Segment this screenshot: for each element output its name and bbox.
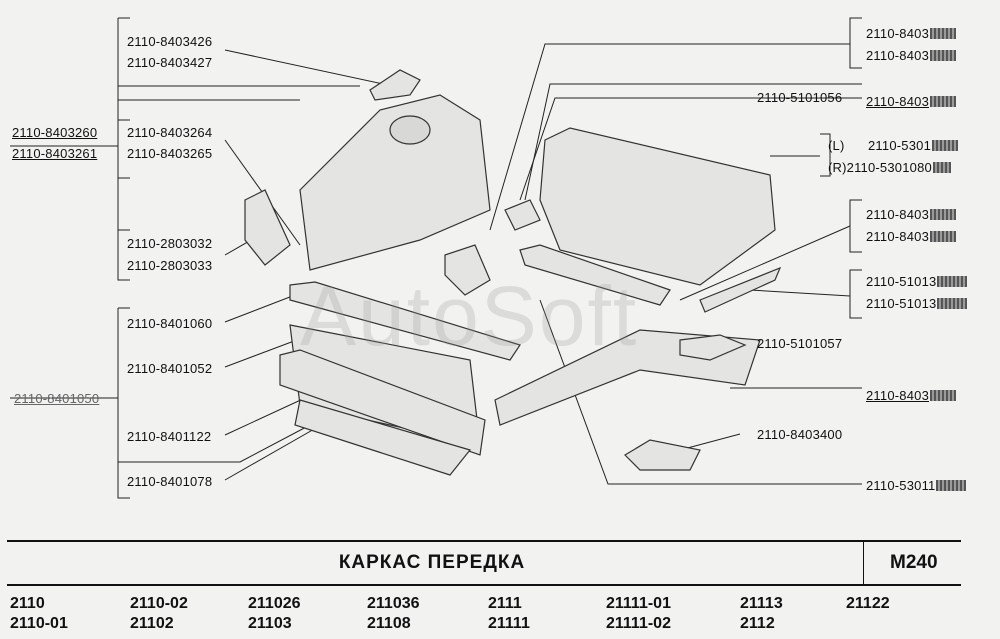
redacted-mark xyxy=(936,480,967,491)
part-reinforcement xyxy=(624,439,701,471)
part-label: 2110-53011 xyxy=(866,478,967,494)
part-label: 2110-8403427 xyxy=(127,55,213,70)
part-bracket-mid xyxy=(444,244,491,296)
model-code: 21111-02 xyxy=(606,615,671,632)
part-bumper-beam xyxy=(279,349,486,456)
page-title: КАРКАС ПЕРЕДКА xyxy=(338,552,526,573)
part-label: 2110-8403265 xyxy=(127,146,213,161)
leader-line xyxy=(118,424,311,463)
part-label: 2110-8403 xyxy=(866,229,957,245)
model-code: 21102 xyxy=(130,615,174,632)
model-code: 2110 xyxy=(10,595,45,612)
part-label: 2110-51013 xyxy=(866,274,968,290)
redacted-mark xyxy=(930,96,957,107)
part-label: 2110-8401050 xyxy=(14,391,100,406)
model-code: 21113 xyxy=(740,595,783,612)
part-label: 2110-2803032 xyxy=(127,236,213,251)
model-code: 21111-01 xyxy=(606,595,671,612)
part-front-crossmember xyxy=(289,281,521,361)
redacted-mark xyxy=(937,298,968,309)
part-lower-panel xyxy=(294,399,472,476)
model-code: 2110-02 xyxy=(130,595,188,612)
redacted-mark xyxy=(930,50,957,61)
leader-line xyxy=(849,269,862,319)
part-rail-right xyxy=(699,266,782,313)
leader-line xyxy=(117,308,130,499)
leader-line xyxy=(539,299,862,485)
part-label: 2110-8401052 xyxy=(127,361,213,376)
part-label: 2110-8403 xyxy=(866,207,957,223)
part-label: 2110-5101056 xyxy=(757,90,843,105)
redacted-mark xyxy=(932,162,951,173)
model-code: 2112 xyxy=(740,615,775,632)
model-code: 21122 xyxy=(846,595,890,612)
part-label: 2110-5301 xyxy=(868,138,959,154)
part-label: 2110-8403400 xyxy=(757,427,843,442)
model-code: 21111 xyxy=(488,615,530,632)
part-sill xyxy=(519,244,671,306)
redacted-mark xyxy=(930,231,957,242)
redacted-mark xyxy=(930,209,957,220)
part-dash-panel xyxy=(539,127,776,286)
leader-line xyxy=(489,43,850,231)
part-strut-tower xyxy=(299,94,491,271)
part-label: 2110-8403261 xyxy=(12,146,98,161)
part-label: 2110-8403 xyxy=(866,388,957,404)
model-code: 211036 xyxy=(367,595,420,612)
part-bracket-small2 xyxy=(504,199,541,231)
part-label: (R)2110-5301080 xyxy=(828,160,951,176)
model-code: 21103 xyxy=(248,615,292,632)
model-code: 2111 xyxy=(488,595,522,612)
catalog-code: M240 xyxy=(890,552,938,573)
part-bracket-top xyxy=(369,69,421,101)
leader-line xyxy=(820,133,831,177)
watermark: AutoSoft xyxy=(300,269,639,363)
parts-diagram xyxy=(10,17,862,499)
redacted-mark xyxy=(930,28,957,39)
part-label: (L) xyxy=(828,138,845,153)
leader-line xyxy=(849,17,862,69)
part-label: 2110-8401078 xyxy=(127,474,213,489)
part-small-bracket xyxy=(244,189,291,266)
redacted-mark xyxy=(932,140,959,151)
part-plate-small xyxy=(679,334,747,361)
part-label: 2110-51013 xyxy=(866,296,968,312)
part-label: 2110-8403 xyxy=(866,26,957,42)
leader-line xyxy=(849,199,862,253)
part-label: 2110-8403 xyxy=(866,94,957,110)
part-label: 2110-8403264 xyxy=(127,125,213,140)
part-label: 2110-8401122 xyxy=(127,429,212,444)
leader-line xyxy=(519,97,862,201)
part-label: 2110-5101057 xyxy=(757,336,843,351)
part-label: 2110-8401060 xyxy=(127,316,213,331)
title-bar: КАРКАС ПЕРЕДКА M240 xyxy=(7,540,961,586)
model-code: 21108 xyxy=(367,615,411,632)
model-code: 211026 xyxy=(248,595,301,612)
model-code: 2110-01 xyxy=(10,615,68,632)
part-label: 2110-2803033 xyxy=(127,258,213,273)
part-label: 2110-8403260 xyxy=(12,125,98,140)
part-label: 2110-8403 xyxy=(866,48,957,64)
leader-line xyxy=(117,100,130,281)
redacted-mark xyxy=(930,390,957,401)
leader-line xyxy=(524,83,862,201)
divider xyxy=(863,542,864,584)
part-label: 2110-8403426 xyxy=(127,34,213,49)
redacted-mark xyxy=(937,276,968,287)
